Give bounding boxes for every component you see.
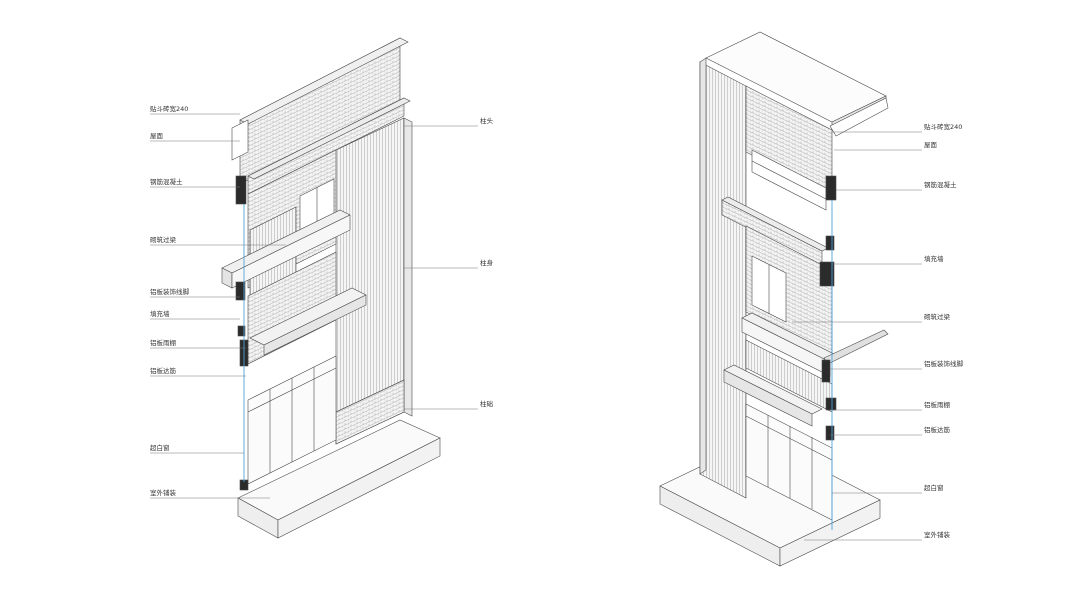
label-left-canopy: 铝板雨棚 [150,339,176,347]
label-right-paving: 室外铺装 [924,531,950,539]
label-left-roof: 屋面 [150,132,163,140]
right-steel-1 [825,175,837,201]
label-right-roof: 屋面 [924,141,937,149]
right-steel-5 [825,397,837,411]
label-left-concrete: 钢筋混凝土 [150,178,183,186]
label-right-canopy: 铝板雨棚 [924,401,950,409]
label-right-infill-wall: 填充墙 [924,255,944,263]
label-right-window: 超白窗 [924,484,944,492]
left-upper-band-top [247,97,411,180]
label-left-aluminum-molding: 铝板装饰线脚 [150,288,189,296]
label-left-column-head: 柱头 [480,117,493,125]
label-right-aluminum-fin: 铝板达筋 [924,426,950,434]
label-left-column-base: 柱础 [480,400,493,408]
left-steel-3 [237,325,246,337]
left-canopy-front [263,294,367,356]
right-canopy-front [723,369,813,427]
right-axonometric [659,31,889,567]
right-steel-3 [819,261,835,287]
leader-lines [150,113,922,541]
left-axonometric [221,37,441,539]
right-ground-slab-side [779,499,881,567]
left-column-side [403,117,413,417]
left-ground-slab-side [277,437,441,539]
label-left-aluminum-fin: 铝板达筋 [150,367,176,375]
label-left-brick: 贴斗砖宽240 [150,105,189,113]
left-steel-1 [235,175,247,205]
label-left-paving: 室外铺装 [150,489,176,497]
right-side-wall-edge [699,57,707,475]
right-fin [823,329,889,365]
label-left-column-shaft: 柱身 [480,259,493,267]
right-roof-steel [829,97,889,137]
right-steel-2 [825,235,835,251]
label-right-lintel: 砌筑过梁 [924,313,950,321]
right-steel-4 [821,359,831,383]
label-right-brick: 贴斗砖宽240 [924,123,963,131]
left-mid-cornice-side [231,214,351,289]
label-right-aluminum-molding: 铝板装饰线脚 [924,360,963,368]
label-left-infill-wall: 填充墙 [150,310,170,318]
right-steel-6 [825,425,835,441]
right-side-wall [699,61,747,499]
left-roof-steel [231,119,249,161]
label-right-concrete: 钢筋混凝土 [924,181,957,189]
left-steel-2 [235,281,246,301]
label-left-lintel: 砌筑过梁 [150,236,176,244]
label-left-window: 超白窗 [150,444,170,452]
